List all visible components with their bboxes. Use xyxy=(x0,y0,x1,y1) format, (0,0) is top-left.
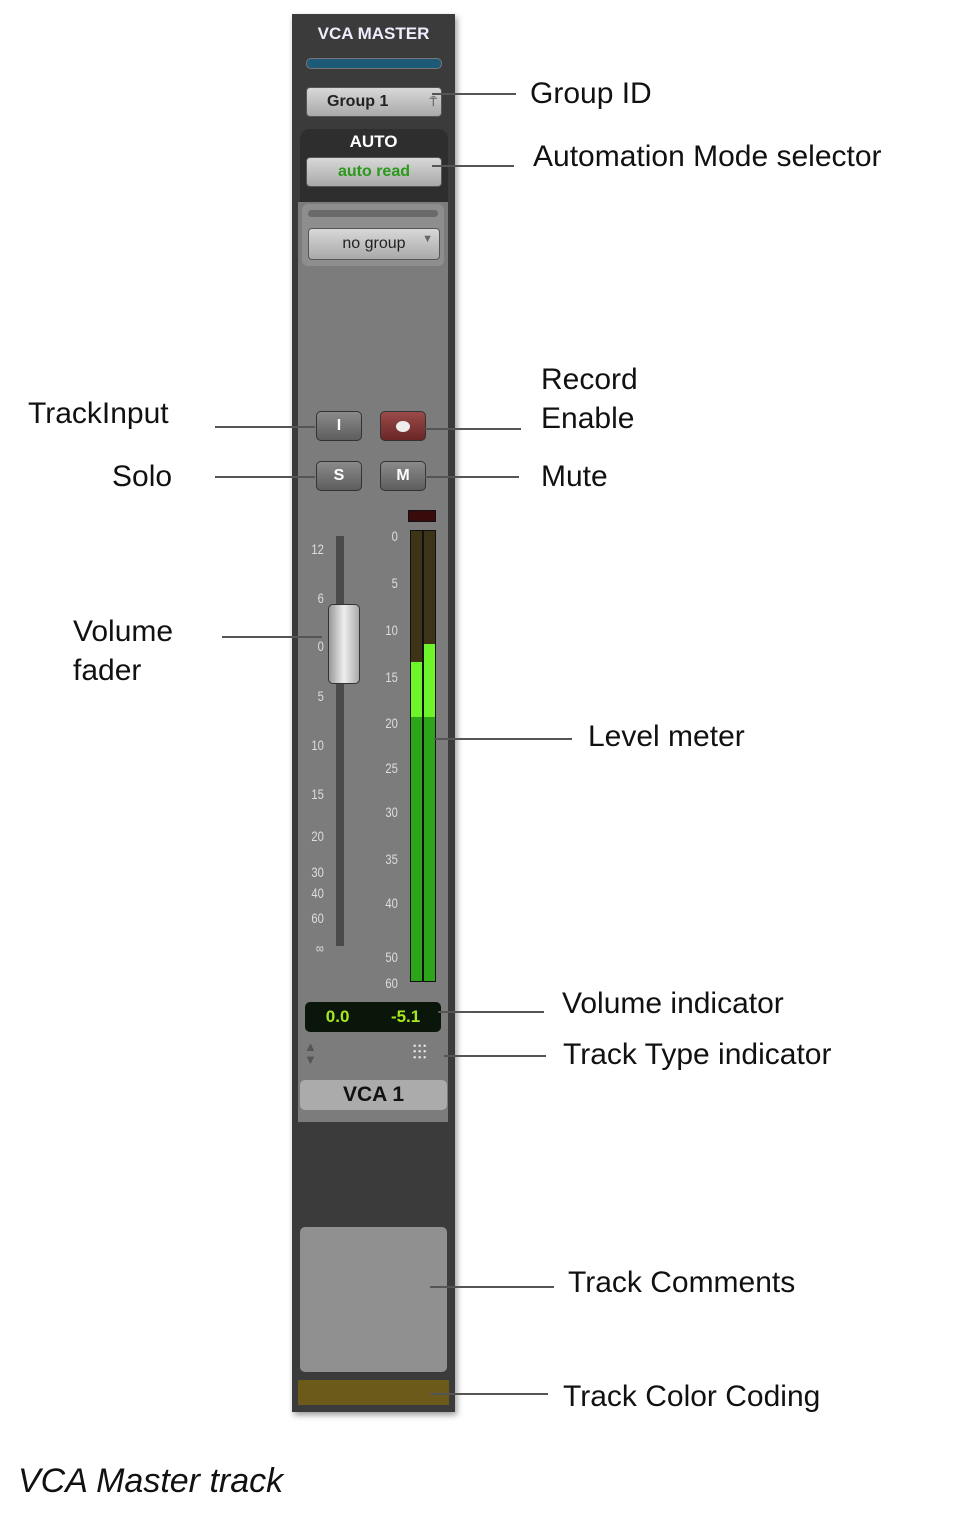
meter-scale-tick: 60 xyxy=(385,975,398,991)
peak-value: -5.1 xyxy=(390,1007,421,1026)
track-input-button[interactable]: I xyxy=(316,411,362,441)
record-enable-button[interactable] xyxy=(380,411,426,441)
fader-scale-tick: 40 xyxy=(311,885,324,901)
fader-scale-tick: 0 xyxy=(317,638,324,654)
meter-scale-tick: 15 xyxy=(385,669,398,685)
callout-line xyxy=(432,165,514,167)
meter-scale-tick: 25 xyxy=(385,760,398,776)
fader-scale-tick: ∞ xyxy=(315,940,324,956)
meter-scale-tick: 0 xyxy=(391,528,398,544)
meter-fill-left xyxy=(411,662,422,981)
callout-group-id: Group ID xyxy=(530,77,652,110)
group-id-label: Group 1 xyxy=(327,93,389,110)
callout-line xyxy=(425,476,519,478)
meter-scale-tick: 10 xyxy=(385,622,398,638)
callout-line xyxy=(444,1055,546,1057)
callout-track-input: TrackInput xyxy=(28,397,169,430)
track-name-bar xyxy=(306,58,442,69)
volume-fader-cap[interactable] xyxy=(328,604,360,684)
meter-scale-tick: 20 xyxy=(385,715,398,731)
level-meter-right xyxy=(423,530,436,982)
track-header: VCA MASTER xyxy=(317,24,430,43)
group-selector[interactable]: no group ▼ xyxy=(308,228,440,260)
fader-scale-tick: 12 xyxy=(311,541,324,557)
callout-line xyxy=(215,426,315,428)
volume-indicator: 0.0 -5.1 xyxy=(305,1002,441,1032)
callout-line xyxy=(430,1393,548,1395)
up-down-arrows-icon[interactable]: ▲▼ xyxy=(304,1039,317,1067)
callout-line xyxy=(425,428,521,430)
fader-track[interactable] xyxy=(336,536,344,946)
vca-master-channel-strip: VCA MASTER Group 1 ⍑ AUTO auto read no gr… xyxy=(292,14,455,1412)
callout-line xyxy=(430,1286,554,1288)
volume-value: 0.0 xyxy=(325,1007,350,1026)
meter-scale-tick: 5 xyxy=(391,575,398,591)
meter-scale-tick: 30 xyxy=(385,804,398,820)
meter-fill-right xyxy=(424,643,435,981)
callout-fader-1: Volume xyxy=(73,615,174,648)
callout-line xyxy=(434,738,572,740)
automation-mode-selector[interactable]: auto read xyxy=(306,157,442,187)
meter-scale-tick: 40 xyxy=(385,895,398,911)
pin-icon: ⍑ xyxy=(429,94,437,109)
solo-button[interactable]: S xyxy=(316,461,362,491)
fader-scale-tick: 30 xyxy=(311,864,324,880)
mute-button[interactable]: M xyxy=(380,461,426,491)
callout-line xyxy=(222,636,322,638)
auto-label: AUTO xyxy=(349,132,398,151)
track-color-coding xyxy=(298,1380,449,1405)
callout-line xyxy=(438,1011,544,1013)
group-selector-label: no group xyxy=(342,235,406,252)
track-name-label[interactable]: VCA 1 xyxy=(300,1080,447,1110)
figure-caption: VCA Master track xyxy=(18,1462,284,1500)
fader-scale-tick: 15 xyxy=(311,786,324,802)
callout-auto-mode: Automation Mode selector xyxy=(533,140,882,173)
clip-indicator xyxy=(408,510,436,522)
fader-scale-tick: 5 xyxy=(317,688,324,704)
record-icon xyxy=(396,420,410,432)
meter-scale-tick: 50 xyxy=(385,949,398,965)
fader-scale-tick: 20 xyxy=(311,828,324,844)
track-comments[interactable] xyxy=(300,1227,447,1372)
level-meter-left xyxy=(410,530,423,982)
callout-line xyxy=(215,476,315,478)
group-id-button[interactable]: Group 1 ⍑ xyxy=(306,87,442,117)
callout-fader-2: fader xyxy=(73,654,142,687)
meter-scale-tick: 35 xyxy=(385,851,398,867)
callout-level-meter: Level meter xyxy=(588,720,745,753)
fader-scale-tick: 6 xyxy=(317,590,324,606)
callout-track-type: Track Type indicator xyxy=(563,1038,832,1071)
callout-record-2: Enable xyxy=(541,402,635,435)
track-type-indicator-icon: ⫶⫶⫶ xyxy=(412,1042,427,1064)
group-bar xyxy=(308,210,438,217)
callout-record-1: Record xyxy=(541,363,638,396)
callout-comments: Track Comments xyxy=(568,1266,796,1299)
callout-solo: Solo xyxy=(112,460,173,493)
callout-volume-indicator: Volume indicator xyxy=(562,987,784,1020)
fader-scale-tick: 60 xyxy=(311,910,324,926)
callout-line xyxy=(432,93,516,95)
fader-scale-tick: 10 xyxy=(311,737,324,753)
callout-color-coding: Track Color Coding xyxy=(563,1380,821,1413)
callout-mute: Mute xyxy=(541,460,608,493)
dropdown-arrow-icon: ▼ xyxy=(422,233,433,245)
